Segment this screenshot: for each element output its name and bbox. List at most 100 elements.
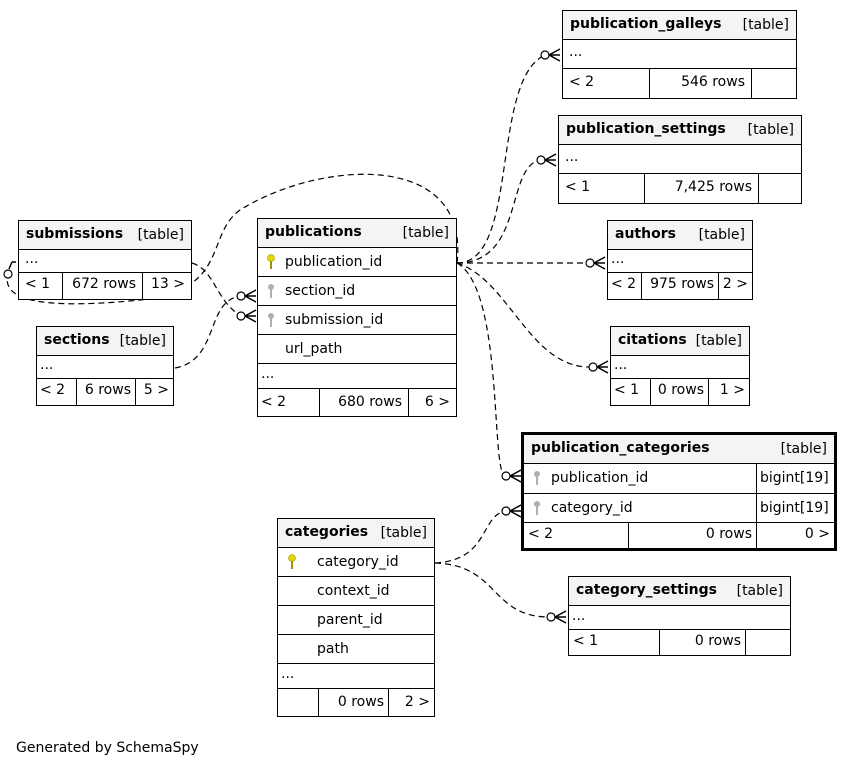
table-name: citations	[618, 332, 687, 348]
crow-foot	[244, 289, 257, 303]
column-row: submission_id	[258, 306, 456, 335]
more-columns-row: ...	[611, 356, 749, 379]
table-type: [table]	[742, 17, 789, 33]
row-count: 6 rows	[84, 382, 131, 398]
more-columns: ...	[25, 251, 39, 267]
table-category-settings[interactable]: category_settings [table] ... < 1 0 rows	[568, 576, 791, 656]
column-row: section_id	[258, 277, 456, 306]
table-footer: < 2 546 rows	[563, 69, 796, 98]
children-count: 13 >	[151, 276, 185, 292]
table-type: [table]	[747, 122, 794, 138]
more-columns: ...	[565, 149, 579, 165]
table-header: publication_settings [table]	[559, 116, 801, 145]
table-header: publication_categories [table]	[524, 435, 834, 464]
column-row: parent_id	[278, 606, 434, 635]
crow-foot	[548, 48, 561, 62]
column-name: context_id	[317, 583, 390, 599]
table-footer: < 2 6 rows 5 >	[37, 379, 173, 405]
parents-count: < 1	[25, 276, 51, 292]
table-footer: < 1 672 rows 13 >	[19, 273, 191, 299]
parents-count: < 1	[614, 382, 640, 398]
cardinality-marker	[501, 506, 511, 516]
crow-foot	[596, 360, 609, 374]
table-type: [table]	[698, 227, 745, 243]
table-header: sections [table]	[37, 327, 173, 356]
more-columns: ...	[281, 666, 295, 682]
table-type: [table]	[137, 227, 184, 243]
parents-count: < 2	[261, 394, 287, 410]
table-citations[interactable]: citations [table] ... < 1 0 rows 1 >	[610, 326, 750, 406]
column-row: context_id	[278, 577, 434, 606]
foreign-key-icon	[534, 471, 540, 485]
table-footer: 0 rows 2 >	[278, 689, 434, 716]
column-name: publication_id	[285, 254, 383, 270]
edge-categories-settings	[434, 562, 552, 618]
crow-foot	[509, 469, 522, 483]
table-header: citations [table]	[611, 327, 749, 356]
table-categories[interactable]: categories [table] category_id context_i…	[277, 518, 435, 717]
table-publication-galleys[interactable]: publication_galleys [table] ... < 2 546 …	[562, 10, 797, 99]
table-name: categories	[285, 524, 369, 540]
table-sections[interactable]: sections [table] ... < 2 6 rows 5 >	[36, 326, 174, 406]
crow-foot	[593, 256, 606, 270]
column-row: category_id bigint[19]	[524, 494, 834, 523]
table-publication-categories[interactable]: publication_categories [table] publicati…	[521, 432, 837, 551]
table-footer: < 1 0 rows	[569, 630, 790, 655]
cardinality-marker	[236, 291, 246, 301]
cardinality-marker	[588, 362, 598, 372]
cardinality-marker	[236, 311, 246, 321]
table-publication-settings[interactable]: publication_settings [table] ... < 1 7,4…	[558, 115, 802, 204]
more-columns-row: ...	[37, 356, 173, 379]
column-name: publication_id	[551, 470, 649, 486]
column-name: path	[317, 641, 349, 657]
cardinality-marker	[501, 471, 511, 481]
table-type: [table]	[780, 441, 827, 457]
column-name: section_id	[285, 283, 356, 299]
column-name: parent_id	[317, 612, 383, 628]
more-columns-row: ...	[569, 606, 790, 630]
row-count: 0 rows	[705, 526, 752, 542]
table-name: publication_settings	[566, 121, 726, 137]
more-columns: ...	[569, 44, 583, 60]
table-header: publications [table]	[258, 219, 456, 248]
more-columns-row: ...	[563, 40, 796, 69]
crow-foot	[509, 504, 522, 518]
row-count: 0 rows	[337, 694, 384, 710]
table-authors[interactable]: authors [table] ... < 2 975 rows 2 >	[607, 220, 753, 300]
table-name: authors	[615, 226, 676, 242]
column-row: path	[278, 635, 434, 664]
parents-count: < 2	[569, 74, 595, 90]
more-columns: ...	[572, 608, 586, 624]
table-name: submissions	[26, 226, 124, 242]
column-name: category_id	[317, 554, 399, 570]
edge-publications-categories-link	[456, 262, 507, 477]
table-header: publication_galleys [table]	[563, 11, 796, 40]
more-columns: ...	[614, 357, 628, 373]
primary-key-icon	[288, 554, 296, 569]
cardinality-marker	[585, 258, 595, 268]
table-footer: < 2 0 rows 0 >	[524, 523, 834, 548]
table-publications[interactable]: publications [table] publication_id sect…	[257, 218, 457, 417]
parents-count: < 1	[565, 179, 591, 195]
more-columns-row: ...	[278, 664, 434, 689]
more-columns: ...	[611, 251, 625, 267]
more-columns-row: ...	[19, 250, 191, 273]
table-name: publication_galleys	[570, 16, 722, 32]
column-name: submission_id	[285, 312, 384, 328]
table-name: sections	[44, 332, 110, 348]
crow-foot	[244, 309, 257, 323]
primary-key-icon	[267, 254, 275, 269]
cardinality-marker	[540, 50, 550, 60]
crow-foot	[554, 610, 567, 624]
cardinality-marker	[546, 612, 556, 622]
children-count: 2 >	[404, 694, 430, 710]
column-row: url_path	[258, 335, 456, 364]
column-row: publication_id bigint[19]	[524, 464, 834, 494]
column-row: category_id	[278, 548, 434, 577]
crow-foot	[8, 261, 16, 270]
table-header: categories [table]	[278, 519, 434, 548]
table-submissions[interactable]: submissions [table] ... < 1 672 rows 13 …	[18, 220, 192, 300]
table-footer: < 1 0 rows 1 >	[611, 379, 749, 405]
edge-submissions-publications	[6, 173, 459, 305]
table-header: category_settings [table]	[569, 577, 790, 606]
